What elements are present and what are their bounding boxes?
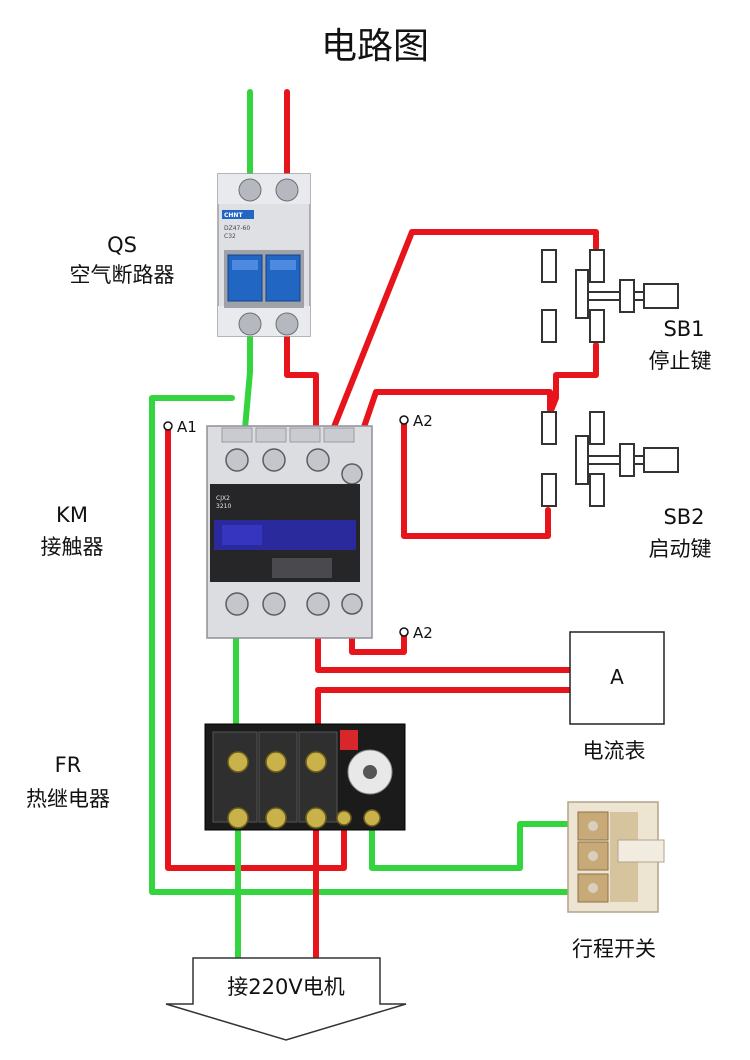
km-model-line1: CJX2 xyxy=(216,495,230,502)
wire-km-aux-to-sb2 xyxy=(349,389,553,465)
wire-green-outer-loop xyxy=(149,395,579,895)
fr-code: FR xyxy=(55,753,82,777)
ammeter-name: 电流表 xyxy=(583,739,646,763)
km-a2-top-label: A2 xyxy=(413,412,433,430)
km-a1-label: A1 xyxy=(177,418,197,436)
qs-circuit-breaker: CHNT DZ47-60 C32 xyxy=(217,173,311,337)
motor-label: 接220V电机 xyxy=(227,975,344,999)
km-contactor: CJX2 3210 xyxy=(206,425,373,639)
qs-code: QS xyxy=(107,233,137,257)
sb1-name: 停止键 xyxy=(649,349,712,373)
sb1-code: SB1 xyxy=(663,317,704,341)
km-a2-bottom-label: A2 xyxy=(413,624,433,642)
wire-a1-coil xyxy=(165,423,347,871)
limit-switch-name: 行程开关 xyxy=(572,937,656,961)
sb2-name: 启动键 xyxy=(649,537,712,561)
km-a2-top-terminal xyxy=(399,415,409,425)
sb2-code: SB2 xyxy=(663,505,704,529)
km-code: KM xyxy=(56,503,88,527)
wire-a2-to-sb2 xyxy=(401,417,551,539)
wire-sb1-to-sb2 xyxy=(545,342,599,421)
km-a1-terminal xyxy=(163,421,173,431)
km-model-line2: 3210 xyxy=(216,503,231,510)
page-title: 电路图 xyxy=(321,26,429,67)
sb1-stop-button xyxy=(541,249,679,343)
wire-fr-to-limit xyxy=(369,815,583,871)
fr-name: 热继电器 xyxy=(26,787,110,811)
km-name: 接触器 xyxy=(41,535,104,559)
sb2-start-button xyxy=(541,411,679,507)
wire-km-to-sb1 xyxy=(317,229,599,465)
qs-brand: CHNT xyxy=(224,212,243,219)
qs-name: 空气断路器 xyxy=(70,263,175,287)
motor-arrow xyxy=(165,957,407,1041)
wire-qs-to-km-red xyxy=(284,322,319,465)
fr-thermal-relay xyxy=(204,723,406,831)
qs-model: DZ47-60 xyxy=(224,225,250,232)
limit-switch xyxy=(567,801,665,913)
ammeter-symbol: A xyxy=(610,665,624,689)
ammeter: A xyxy=(569,631,665,725)
qs-rating: C32 xyxy=(224,233,236,240)
km-a2-bottom-terminal xyxy=(399,627,409,637)
